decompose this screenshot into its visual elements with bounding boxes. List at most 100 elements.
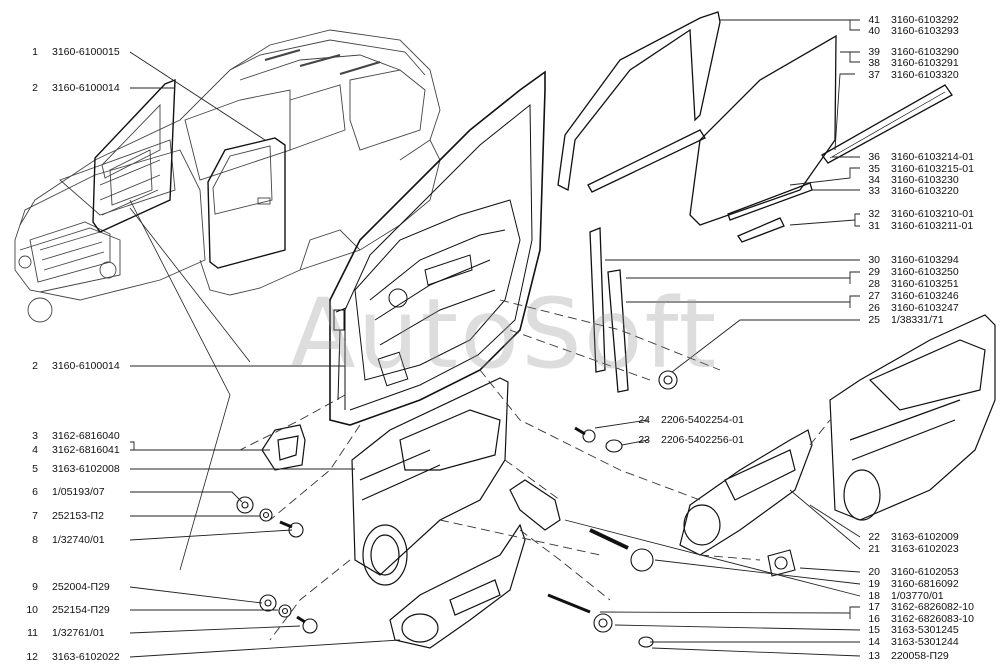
part-code: 3163-6102009 <box>891 531 959 543</box>
part-code: 3160-6103320 <box>891 69 959 81</box>
part-number: 2 <box>32 360 38 372</box>
part-number: 16 <box>868 613 880 625</box>
part-code: 3160-6103251 <box>891 278 959 290</box>
part-number: 19 <box>868 578 880 590</box>
part-code: 3160-6103220 <box>891 185 959 197</box>
part-code: 3160-6103230 <box>891 174 959 186</box>
part-code: 3160-6102053 <box>891 566 959 578</box>
part-code: 1/38331/71 <box>891 314 944 326</box>
part-number: 33 <box>868 185 880 197</box>
part-code: 3160-6100015 <box>52 46 120 58</box>
part-label: 20 3160-6102053 <box>858 566 959 578</box>
part-number: 11 <box>27 627 38 639</box>
part-code: 3163-5301245 <box>891 624 959 636</box>
part-label: 32 3160-6103210-01 <box>858 208 974 220</box>
part-number: 10 <box>26 604 38 616</box>
part-code: 1/05193/07 <box>52 486 105 498</box>
part-code: 3160-6103290 <box>891 46 959 58</box>
part-code: 3160-6103214-01 <box>891 151 974 163</box>
part-number: 35 <box>868 163 880 175</box>
part-number: 4 <box>32 444 38 456</box>
part-label: 9 252004-П29 <box>18 581 110 593</box>
part-number: 26 <box>868 302 880 314</box>
part-number: 9 <box>32 581 38 593</box>
part-label: 10 252154-П29 <box>18 604 110 616</box>
part-code: 2206-5402254-01 <box>661 414 744 426</box>
part-code: 3162-6816040 <box>52 430 120 442</box>
part-number: 30 <box>868 254 880 266</box>
part-code: 3163-6102023 <box>891 543 959 555</box>
part-label: 33 3160-6103220 <box>858 185 959 197</box>
part-code: 3162-6826082-10 <box>891 601 974 613</box>
part-label: 40 3160-6103293 <box>858 25 959 37</box>
part-label: 2 3160-6100014 <box>18 360 120 372</box>
exploded-view-guides <box>239 299 831 641</box>
part-label: 12 3163-6102022 <box>18 651 120 663</box>
part-number: 17 <box>868 601 880 613</box>
part-code: 3160-6103292 <box>891 14 959 26</box>
part-number: 23 <box>638 434 650 446</box>
window-frame-illustration <box>557 11 953 393</box>
part-number: 27 <box>868 290 880 302</box>
part-code: 3160-6100014 <box>52 82 120 94</box>
fasteners-illustration <box>236 370 796 648</box>
part-number: 21 <box>868 543 880 555</box>
part-number: 14 <box>868 636 880 648</box>
part-number: 39 <box>868 46 880 58</box>
part-code: 3163-6102022 <box>52 651 120 663</box>
part-code: 252004-П29 <box>52 581 110 593</box>
part-code: 3160-6103294 <box>891 254 959 266</box>
part-code: 3163-5301244 <box>891 636 959 648</box>
part-code: 1/03770/01 <box>891 590 944 602</box>
part-code: 3163-6102008 <box>52 463 120 475</box>
part-label: 21 3163-6102023 <box>858 543 959 555</box>
part-number: 24 <box>638 414 650 426</box>
part-number: 20 <box>868 566 880 578</box>
leader-lines <box>129 19 861 658</box>
part-label: 22 3163-6102009 <box>858 531 959 543</box>
part-number: 22 <box>868 531 880 543</box>
part-number: 3 <box>32 430 38 442</box>
part-number: 32 <box>868 208 880 220</box>
part-code: 3160-6103293 <box>891 25 959 37</box>
part-number: 13 <box>868 650 880 662</box>
part-number: 40 <box>868 25 880 37</box>
part-label: 27 3160-6103246 <box>858 290 959 302</box>
part-code: 3160-6103246 <box>891 290 959 302</box>
part-code: 3160-6103215-01 <box>891 163 974 175</box>
part-number: 18 <box>868 590 880 602</box>
part-code: 252153-П2 <box>52 510 104 522</box>
part-number: 12 <box>26 651 38 663</box>
part-label: 18 1/03770/01 <box>858 590 944 602</box>
part-label: 35 3160-6103215-01 <box>858 163 974 175</box>
part-code: 3160-6103210-01 <box>891 208 974 220</box>
part-code: 252154-П29 <box>52 604 110 616</box>
part-code: 1/32740/01 <box>52 534 105 546</box>
part-label: 30 3160-6103294 <box>858 254 959 266</box>
part-code: 3160-6100014 <box>52 360 120 372</box>
part-label: 3 3162-6816040 <box>18 430 120 442</box>
part-code: 3160-6103291 <box>891 57 959 69</box>
watermark: AutoSoft <box>290 278 719 390</box>
part-label: 24 2206-5402254-01 <box>628 414 744 426</box>
part-code: 3160-6103211-01 <box>891 220 974 232</box>
part-number: 1 <box>32 46 38 58</box>
part-label: 17 3162-6826082-10 <box>858 601 974 613</box>
